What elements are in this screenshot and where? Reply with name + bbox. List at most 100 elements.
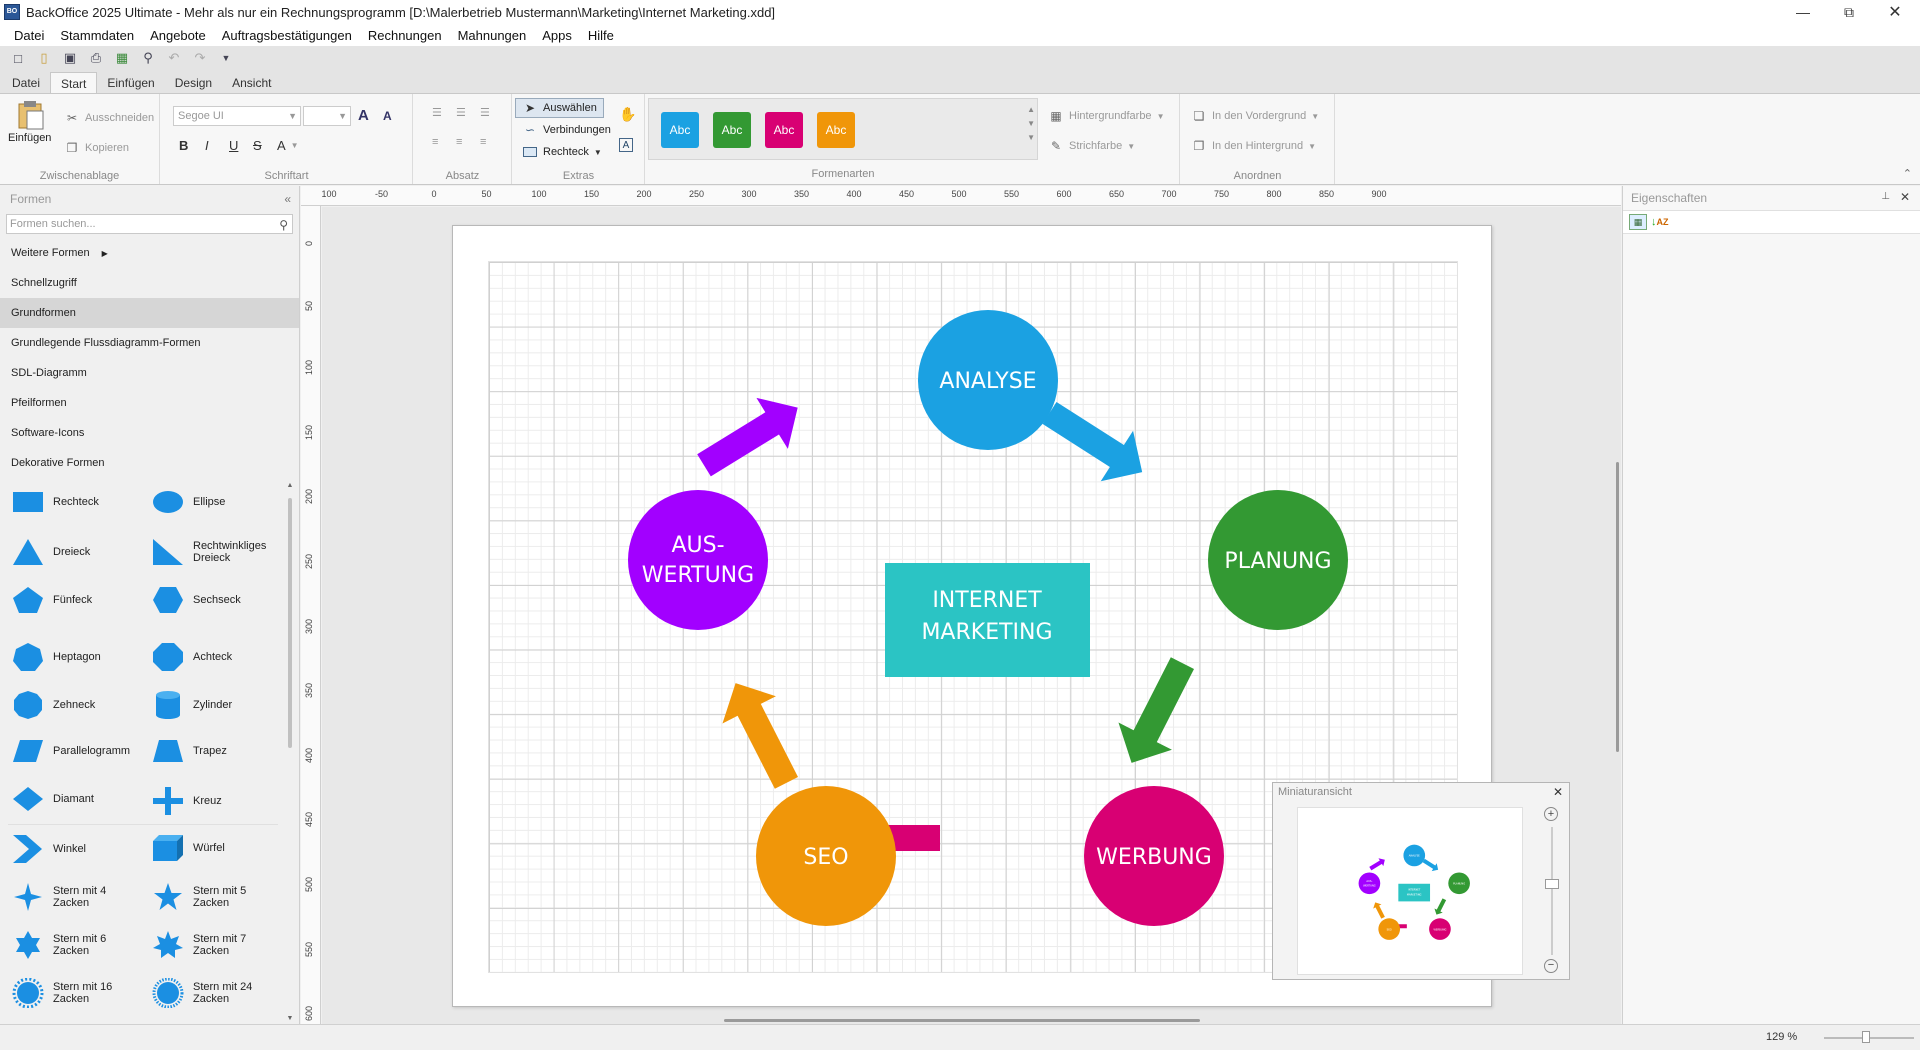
close-icon[interactable]: ✕ bbox=[1888, 4, 1902, 21]
node-planung[interactable] bbox=[1208, 490, 1348, 630]
undo-icon[interactable]: ↶ bbox=[168, 50, 180, 65]
node-auswertung[interactable] bbox=[628, 490, 768, 630]
stroke-color-button[interactable]: ✎ Strichfarbe ▼ bbox=[1048, 138, 1135, 154]
copy-button[interactable]: ❐ Kopieren bbox=[64, 140, 129, 156]
collapse-panel-icon[interactable]: « bbox=[284, 192, 291, 206]
style-swatch-blue[interactable]: Abc bbox=[661, 112, 699, 148]
collapse-ribbon-icon[interactable]: ⌃ bbox=[1902, 168, 1912, 180]
restore-icon[interactable]: ⧉ bbox=[1844, 3, 1854, 20]
shape-stern-4[interactable]: Stern mit 4 Zacken bbox=[12, 882, 113, 912]
tab-start[interactable]: Start bbox=[50, 72, 98, 94]
node-seo[interactable] bbox=[756, 786, 896, 926]
menu-apps[interactable]: Apps bbox=[542, 27, 572, 43]
align-left-icon[interactable]: ≡ bbox=[432, 136, 439, 148]
shape-achteck[interactable]: Achteck bbox=[152, 642, 232, 672]
new-file-icon[interactable]: □ bbox=[14, 50, 22, 66]
close-icon[interactable]: ✕ bbox=[1552, 785, 1563, 799]
canvas-vertical-scrollbar[interactable] bbox=[1616, 462, 1619, 752]
preview-icon[interactable]: ⚲ bbox=[143, 50, 153, 65]
zoom-in-icon[interactable]: + bbox=[1544, 807, 1558, 821]
category-grundformen[interactable]: Grundformen bbox=[0, 298, 299, 328]
menu-hilfe[interactable]: Hilfe bbox=[587, 27, 614, 43]
scroll-up-icon[interactable]: ▲ bbox=[286, 482, 294, 489]
category-weitere-formen[interactable]: Weitere Formen▶ bbox=[0, 238, 299, 268]
align-middle-icon[interactable]: ☰ bbox=[456, 107, 466, 119]
center-box-internet-marketing[interactable] bbox=[885, 563, 1090, 677]
bold-icon[interactable]: B bbox=[179, 138, 189, 153]
pin-icon[interactable]: ⊥ bbox=[1881, 191, 1890, 202]
menu-mahnungen[interactable]: Mahnungen bbox=[457, 27, 527, 43]
shape-zehneck[interactable]: Zehneck bbox=[12, 690, 95, 720]
tab-datei[interactable]: Datei bbox=[12, 76, 41, 90]
shape-ellipse[interactable]: Ellipse bbox=[152, 490, 225, 514]
customize-dropdown-icon[interactable]: ▼ bbox=[221, 53, 231, 63]
menu-datei[interactable]: Datei bbox=[14, 27, 45, 43]
export-icon[interactable]: ▦ bbox=[115, 50, 129, 65]
shape-sechseck[interactable]: Sechseck bbox=[152, 586, 241, 614]
category-schnellzugriff[interactable]: Schnellzugriff bbox=[11, 277, 77, 289]
zoom-slider-thumb[interactable] bbox=[1862, 1031, 1870, 1043]
shape-winkel[interactable]: Winkel bbox=[12, 834, 86, 864]
minimap-zoom-thumb[interactable] bbox=[1545, 879, 1559, 889]
style-swatch-green[interactable]: Abc bbox=[713, 112, 751, 148]
tab-ansicht[interactable]: Ansicht bbox=[232, 76, 272, 90]
text-tool-icon[interactable]: A bbox=[619, 138, 633, 152]
shape-stern-6[interactable]: Stern mit 6 Zacken bbox=[12, 930, 113, 960]
shape-fuenfeck[interactable]: Fünfeck bbox=[12, 586, 92, 614]
select-tool-button[interactable]: ➤ Auswählen bbox=[515, 98, 604, 118]
print-icon[interactable]: ⎙ bbox=[90, 50, 102, 65]
category-sdl-diagramm[interactable]: SDL-Diagramm bbox=[11, 367, 87, 379]
category-software-icons[interactable]: Software-Icons bbox=[11, 427, 85, 439]
rectangle-tool-button[interactable]: Rechteck ▼ bbox=[522, 144, 602, 160]
scrollbar-thumb[interactable] bbox=[288, 498, 292, 748]
app-icon[interactable]: BO bbox=[4, 4, 20, 20]
scroll-down-icon[interactable]: ▼ bbox=[286, 1015, 294, 1022]
arrow-auswertung-to-analyse[interactable] bbox=[688, 382, 813, 491]
shape-stern-7[interactable]: Stern mit 7 Zacken bbox=[152, 930, 253, 960]
shape-parallelogramm[interactable]: Parallelogramm bbox=[12, 738, 130, 764]
open-folder-icon[interactable]: ▯ bbox=[40, 50, 48, 65]
arrow-planung-to-werbung[interactable] bbox=[1105, 649, 1209, 776]
style-swatch-orange[interactable]: Abc bbox=[817, 112, 855, 148]
align-bottom-icon[interactable]: ☰ bbox=[480, 107, 490, 119]
categorized-view-icon[interactable]: ▦ bbox=[1629, 214, 1647, 230]
category-dekorative-formen[interactable]: Dekorative Formen bbox=[11, 457, 105, 469]
font-family-select[interactable]: Segoe UI ▼ bbox=[173, 106, 301, 126]
node-werbung[interactable] bbox=[1084, 786, 1224, 926]
connections-tool-button[interactable]: ∽ Verbindungen bbox=[522, 122, 611, 138]
zoom-out-icon[interactable]: − bbox=[1544, 959, 1558, 973]
arrow-analyse-to-planung[interactable] bbox=[1033, 388, 1158, 498]
category-pfeilformen[interactable]: Pfeilformen bbox=[11, 397, 67, 409]
shape-kreuz[interactable]: Kreuz bbox=[152, 786, 222, 816]
category-flussdiagramm[interactable]: Grundlegende Flussdiagramm-Formen bbox=[11, 337, 201, 349]
drawing-canvas[interactable]: INTERNET MARKETING ANALYSE PLANUNG WERBU… bbox=[322, 207, 1621, 1024]
node-analyse[interactable] bbox=[918, 310, 1058, 450]
menu-auftragsbestaetigungen[interactable]: Auftragsbestätigungen bbox=[221, 27, 352, 43]
gallery-scroll-icon[interactable]: ▲▼▼ bbox=[1027, 105, 1035, 142]
shape-rechteck[interactable]: Rechteck bbox=[12, 490, 99, 514]
shape-rechtwinkliges-dreieck[interactable]: Rechtwinkliges Dreieck bbox=[152, 538, 282, 566]
canvas-horizontal-scrollbar[interactable] bbox=[724, 1019, 1200, 1022]
shape-stern-5[interactable]: Stern mit 5 Zacken bbox=[152, 882, 253, 912]
font-color-icon[interactable]: A ▼ bbox=[277, 138, 299, 153]
drawing-page[interactable]: INTERNET MARKETING ANALYSE PLANUNG WERBU… bbox=[452, 225, 1492, 1007]
shape-trapez[interactable]: Trapez bbox=[152, 738, 227, 764]
save-icon[interactable]: ▣ bbox=[63, 50, 77, 65]
paste-button[interactable]: Einfügen bbox=[8, 100, 51, 144]
cut-button[interactable]: ✂ Ausschneiden bbox=[64, 110, 154, 126]
shape-wuerfel[interactable]: Würfel bbox=[152, 834, 225, 862]
sort-az-icon[interactable]: ↓AZ bbox=[1651, 216, 1669, 228]
shape-stern-24[interactable]: Stern mit 24 Zacken bbox=[152, 978, 253, 1008]
redo-icon[interactable]: ↷ bbox=[194, 50, 206, 65]
minimize-icon[interactable]: — bbox=[1796, 4, 1810, 20]
menu-rechnungen[interactable]: Rechnungen bbox=[367, 27, 442, 43]
align-center-icon[interactable]: ≡ bbox=[456, 136, 463, 148]
shape-dreieck[interactable]: Dreieck bbox=[12, 538, 90, 566]
grow-font-icon[interactable]: A bbox=[358, 107, 369, 124]
send-to-back-button[interactable]: ❐ In den Hintergrund ▼ bbox=[1191, 138, 1316, 154]
strikethrough-icon[interactable]: S bbox=[253, 138, 262, 153]
italic-icon[interactable]: I bbox=[205, 138, 209, 153]
shape-heptagon[interactable]: Heptagon bbox=[12, 642, 101, 672]
tab-design[interactable]: Design bbox=[174, 76, 213, 90]
